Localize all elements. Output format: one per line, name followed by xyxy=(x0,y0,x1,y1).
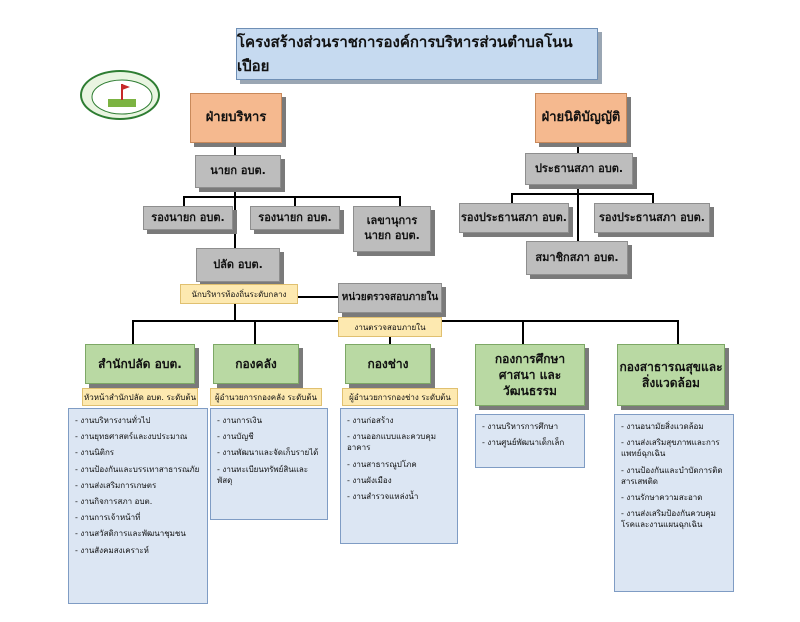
task-list-palad: - งานบริหารงานทั่วไป - งานยุทธศาสตร์และง… xyxy=(68,408,208,604)
executive-branch-box: ฝ่ายบริหาร xyxy=(190,93,282,143)
task-item: - งานการเจ้าหน้าที่ xyxy=(75,513,141,523)
department-note-palad: หัวหน้าสำนักปลัด อบต. ระดับต้น xyxy=(82,388,198,406)
task-item: - งานออกแบบและควบคุมอาคาร xyxy=(347,432,436,453)
task-item: - งานส่งเสริมการเกษตร xyxy=(75,480,157,490)
internal-audit-note: งานตรวจสอบภายใน xyxy=(338,317,442,337)
department-note-engineering: ผู้อำนวยการกองช่าง ระดับต้น xyxy=(342,388,458,406)
secretary-box: เลขานุการ นายก อบต. xyxy=(353,206,431,252)
legislative-branch-box: ฝ่ายนิติบัญญัติ xyxy=(535,93,627,143)
council-vice-box-2: รองประธานสภา อบต. xyxy=(594,203,710,233)
department-box-palad: สำนักปลัด อบต. xyxy=(85,344,195,384)
task-list-public-health: - งานอนามัยสิ่งแวดล้อม - งานส่งเสริมสุขภ… xyxy=(614,414,734,592)
task-list-engineering: - งานก่อสร้าง - งานออกแบบและควบคุมอาคาร … xyxy=(340,408,458,544)
mayor-box: นายก อบต. xyxy=(195,155,281,188)
department-note-finance: ผู้อำนวยการกองคลัง ระดับต้น xyxy=(210,388,322,406)
task-item: - งานทะเบียนทรัพย์สินและพัสดุ xyxy=(217,464,309,485)
task-item: - งานก่อสร้าง xyxy=(347,416,394,425)
task-item: - งานสาธารณูปโภค xyxy=(347,459,417,469)
task-item: - งานพัฒนาและจัดเก็บรายได้ xyxy=(217,448,319,458)
task-item: - งานรักษาความสะอาด xyxy=(621,492,703,502)
task-list-finance: - งานการเงิน - งานบัญชี - งานพัฒนาและจัด… xyxy=(210,408,328,520)
task-item: - งานบัญชี xyxy=(217,432,254,442)
council-members-box: สมาชิกสภา อบต. xyxy=(526,241,628,275)
task-item: - งานส่งเสริมป้องกันควบคุมโรคและงานแผนฉุ… xyxy=(621,509,716,530)
council-vice-box-1: รองประธานสภา อบต. xyxy=(459,203,569,233)
task-item: - งานบริหารงานทั่วไป xyxy=(75,416,151,425)
task-item: - งานยุทธศาสตร์และงบประมาณ xyxy=(75,432,188,442)
department-box-finance: กองคลัง xyxy=(213,344,299,384)
task-item: - งานป้องกันและบรรเทาสาธารณภัย xyxy=(75,464,200,474)
department-box-engineering: กองช่าง xyxy=(345,344,431,384)
seal-graphic xyxy=(91,79,153,115)
task-item: - งานป้องกันและบำบัดการติดสารเสพติด xyxy=(621,465,723,486)
task-item: - งานนิติกร xyxy=(75,448,115,458)
seal-icon xyxy=(80,70,160,120)
palad-note: นักบริหารท้องถิ่นระดับกลาง xyxy=(180,284,298,304)
task-item: - งานสำรวจแหล่งน้ำ xyxy=(347,491,419,501)
palad-box: ปลัด อบต. xyxy=(196,248,280,282)
deputy-mayor-box-2: รองนายก อบต. xyxy=(250,206,340,230)
task-item: - งานส่งเสริมสุขภาพและการแพทย์ฉุกเฉิน xyxy=(621,438,720,459)
internal-audit-box: หน่วยตรวจสอบภายใน xyxy=(338,283,442,313)
chart-title: โครงสร้างส่วนราชการองค์การบริหารส่วนตำบล… xyxy=(236,28,598,80)
task-item: - งานการเงิน xyxy=(217,416,263,425)
task-item: - งานศูนย์พัฒนาเด็กเล็ก xyxy=(482,438,565,448)
task-item: - งานบริหารการศึกษา xyxy=(482,422,559,431)
department-box-public-health: กองสาธารณสุขและสิ่งแวดล้อม xyxy=(617,344,725,406)
deputy-mayor-box-1: รองนายก อบต. xyxy=(143,206,233,230)
task-item: - งานสวัสดิการและพัฒนาชุมชน xyxy=(75,529,186,539)
task-item: - งานสังคมสงเคราะห์ xyxy=(75,545,149,555)
task-item: - งานอนามัยสิ่งแวดล้อม xyxy=(621,422,704,431)
task-item: - งานกิจการสภา อบต. xyxy=(75,496,153,506)
task-item: - งานผังเมือง xyxy=(347,475,392,485)
department-box-education: กองการศึกษา ศาสนา และวัฒนธรรม xyxy=(475,344,585,406)
council-chair-box: ประธานสภา อบต. xyxy=(525,153,633,185)
task-list-education: - งานบริหารการศึกษา - งานศูนย์พัฒนาเด็กเ… xyxy=(475,414,585,468)
